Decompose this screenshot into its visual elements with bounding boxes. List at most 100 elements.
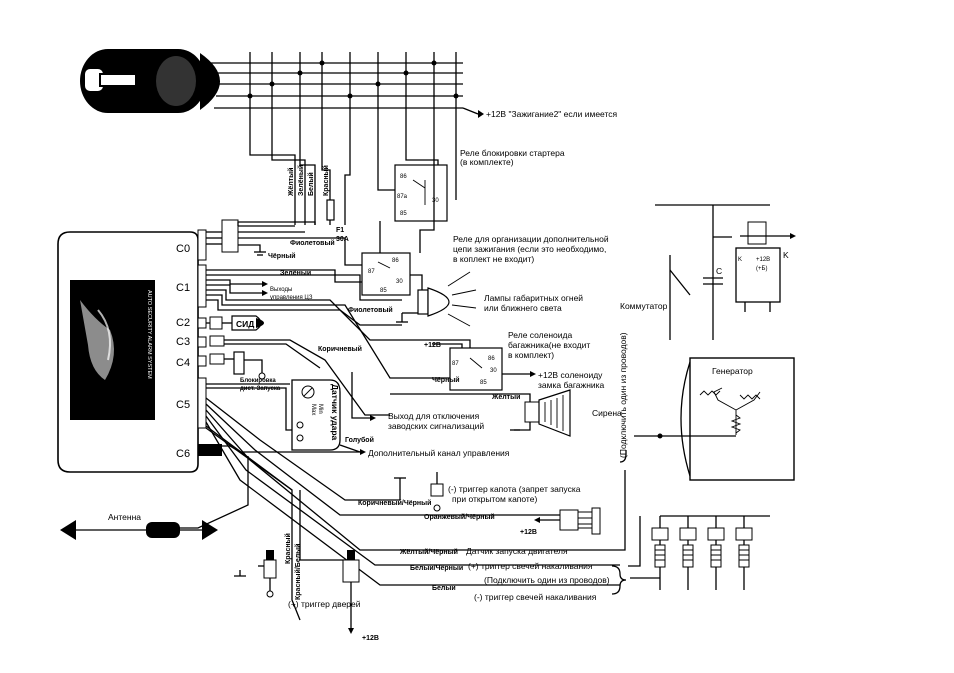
aux-channel-wire-2 — [339, 444, 361, 453]
disable-output-wire — [351, 372, 370, 419]
disable-output-label-2: заводских сигнализаций — [388, 421, 484, 431]
starter-relay-pin-85: 85 — [400, 211, 407, 217]
trunk-relay-caption-2: багажника(не входит — [508, 340, 590, 350]
unit-model: MAGICAR — [130, 292, 146, 359]
connector-c1: C1 — [176, 282, 190, 294]
wire-label-brown-black: Коричневый/Чёрный — [358, 499, 431, 507]
wire-label-brown: Коричневый — [318, 345, 362, 353]
shock-sensor — [206, 379, 341, 451]
ignition-wire-labels: Жёлтый Зелёный Белый Красный — [287, 165, 330, 197]
wire-label-violet: Фиолетовый — [290, 239, 335, 247]
shock-sensor-max: Max — [310, 404, 316, 415]
fuse-rating: 30A — [336, 236, 349, 243]
trunk-relay-pin-30: 30 — [490, 368, 497, 374]
wire-label-black-trunk: Чёрный — [432, 376, 460, 384]
wire-label-orange-black: Оранжевый/Чёрный — [424, 513, 495, 521]
glow-plus-label: (+) триггер свечей накаливания — [468, 561, 593, 571]
connect-brace — [619, 450, 627, 463]
trunk-relay — [432, 343, 536, 391]
central-lock-label-2: управления ЦЗ — [270, 295, 313, 301]
siren-icon — [390, 389, 571, 437]
wire-label-yellow-siren: Жёлтый — [491, 393, 520, 401]
glow-minus-label: (-) триггер свечей накаливания — [474, 592, 597, 602]
wire-label-yellow-black: Жёлтый/Чёрный — [399, 548, 458, 556]
ignition-switch-icon — [80, 49, 220, 113]
trunk-relay-pin-87: 87 — [452, 361, 459, 367]
trunk-relay-pin-86: 86 — [488, 356, 495, 362]
trunk-relay-caption-3: в комплект) — [508, 350, 554, 360]
ignition-relay-caption-2: цепи зажигания (если это необходимо, — [453, 244, 606, 254]
starter-relay-caption-2: (в комплекте) — [460, 157, 514, 167]
fuse-name: F1 — [336, 227, 344, 234]
engine-sensor-to-generator — [610, 470, 626, 551]
wire-label-yellow: Жёлтый — [287, 168, 295, 197]
starter-relay — [377, 150, 448, 222]
aux-channel-arrow — [360, 449, 366, 455]
fuse-icon — [326, 199, 335, 221]
engine-sensor-icon — [534, 507, 601, 535]
ignition-relay-caption: Реле для организации дополнительной — [453, 234, 609, 244]
disable-output-label: Выход для отключения — [388, 411, 480, 421]
c1-harness — [206, 274, 471, 379]
wire-label-red: Красный — [322, 165, 330, 196]
ignition2-note: +12В "Зажигание2" если имеется — [486, 109, 618, 119]
connector-c6: C6 — [176, 448, 190, 460]
c0-harness — [206, 221, 362, 283]
ignition-coil — [655, 204, 796, 340]
ignition-relay-pin-85: 85 — [380, 288, 387, 294]
led-icon — [206, 315, 264, 331]
connect-vertical-label: (Подключить один из проводов) — [618, 332, 628, 458]
antenna-icon — [60, 456, 249, 540]
starter-relay-caption: Реле блокировки стартера — [460, 148, 565, 158]
hood-switch-icon — [394, 472, 444, 512]
glow-brace — [611, 565, 627, 595]
trunk-solenoid-label-2: замка багажника — [538, 380, 605, 390]
door-plus12: +12В — [362, 635, 379, 642]
wire-label-black: Чёрный — [268, 252, 296, 260]
commutator-label: Коммутатор — [620, 301, 668, 311]
door-trigger-label: (+) триггер дверей — [288, 599, 361, 609]
trunk-relay-caption: Реле соленоида — [508, 330, 572, 340]
lamp-bulb-icon — [396, 271, 477, 327]
wire-label-white: Белый — [432, 584, 456, 592]
ignition-relay-pin-87: 87 — [368, 269, 375, 275]
connector-c5: C5 — [176, 399, 190, 411]
shock-sensor-min: Min — [317, 404, 323, 414]
connector-c3: C3 — [176, 336, 190, 348]
starter-relay-pin-86: 86 — [400, 174, 407, 180]
connector-c0: C0 — [176, 243, 190, 255]
coil-k-right: K — [783, 250, 789, 260]
trunk-solenoid-label: +12В соленоиду — [538, 370, 603, 380]
button-caption-2: дист. Запуска — [240, 386, 281, 392]
hood-trigger-label: (-) триггер капота (запрет запуска — [448, 484, 581, 494]
wire-label-violet-2: Фиолетовый — [348, 306, 393, 314]
door-switch-icon — [234, 550, 277, 598]
generator-label: Генератор — [712, 366, 753, 376]
disable-output-arrow — [370, 415, 376, 421]
wire-label-green: Зелёный — [297, 165, 305, 196]
engine-sensor-plus12: +12В — [520, 529, 537, 536]
c3-harness — [209, 335, 390, 416]
hood-trigger-label-2: при открытом капоте) — [452, 494, 537, 504]
ignition-bus-wires — [205, 52, 484, 225]
wire-label-red-white: Красный/Белый — [294, 544, 302, 600]
lamps-label: Лампы габаритных огней — [484, 293, 583, 303]
trunk-relay-plus12: +12В — [424, 342, 441, 349]
ignition-relay-pin-86: 86 — [392, 258, 399, 264]
button-caption: Блокировка — [240, 378, 276, 384]
unit-subtitle: AUTO SECURITY ALARM SYSTEM — [146, 290, 152, 379]
siren-label: Сирена — [592, 408, 622, 418]
starter-relay-pin-30: 30 — [432, 198, 439, 204]
engine-sensor-label: Датчик запуска двигателя — [466, 546, 568, 556]
trunk-relay-pin-85: 85 — [480, 380, 487, 386]
unit-brand: Scher-Khan — [115, 293, 131, 372]
disable-button-icon[interactable] — [209, 351, 266, 380]
coil-c-label: C — [716, 266, 722, 276]
glow-plugs-icon — [628, 515, 770, 590]
ignition-relay-caption-3: в коплект не входит) — [453, 254, 534, 264]
coil-k-left: K — [738, 257, 742, 263]
door-trigger-icon — [342, 550, 360, 634]
alarm-unit — [57, 231, 199, 473]
ignition-relay-pin-30: 30 — [396, 279, 403, 285]
wire-label-blue: Голубой — [345, 436, 374, 444]
